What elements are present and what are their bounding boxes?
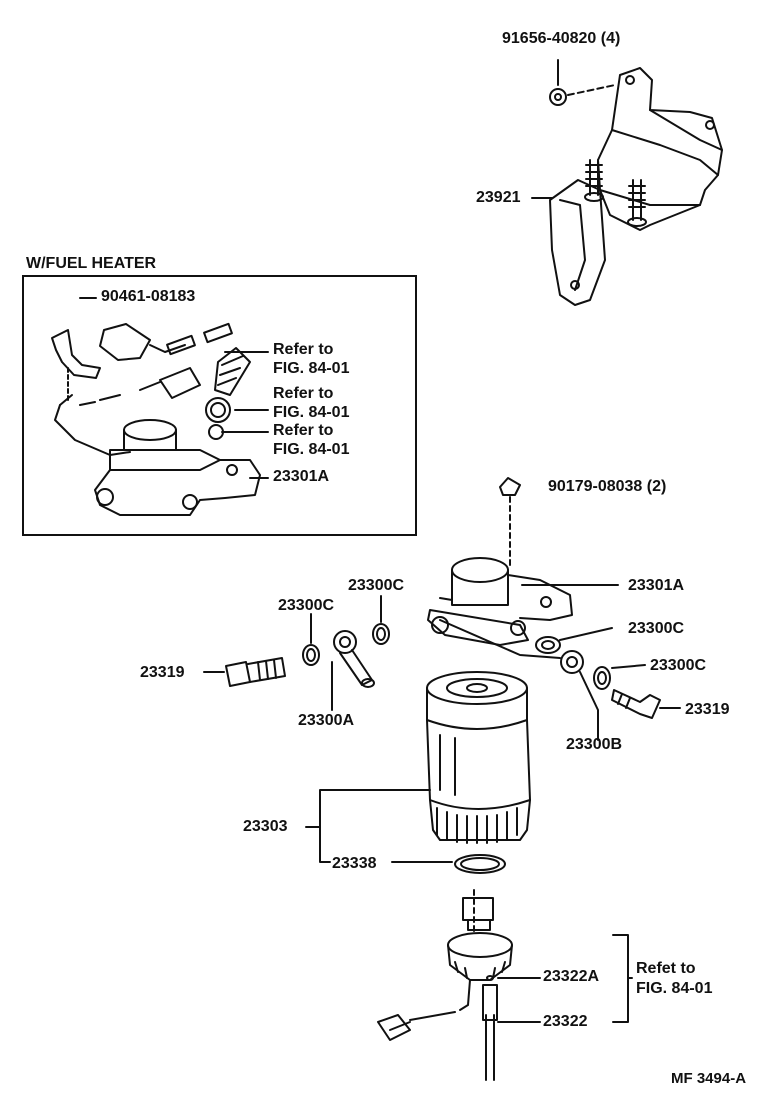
inset-frame — [22, 275, 417, 536]
figure-code: MF 3494-A — [671, 1070, 747, 1087]
label-bolt-23319-left: 23319 — [140, 664, 185, 681]
label-refer-1: Refer to — [273, 341, 334, 358]
label-nut-91656: 91656-40820 (4) — [502, 30, 621, 47]
label-bolt-23319-right: 23319 — [685, 701, 730, 718]
label-refer-2-fig: FIG. 84-01 — [273, 404, 350, 421]
bolt-right-drawing — [611, 689, 681, 719]
label-gasket-23300C-c: 23300C — [628, 620, 685, 637]
bracket-23921-drawing — [549, 67, 723, 306]
label-refer-3: Refer to — [273, 422, 334, 439]
label-refer-1-fig: FIG. 84-01 — [273, 360, 350, 377]
label-ring-23338: 23338 — [332, 855, 377, 872]
inset-heater-drawing — [51, 297, 269, 516]
union-23300A-drawing — [331, 630, 375, 711]
label-head-23301A: 23301A — [628, 577, 685, 594]
label-refer-2: Refer to — [273, 385, 334, 402]
label-part-90461: 90461-08183 — [101, 288, 196, 305]
label-sensor-23322A: 23322A — [543, 968, 600, 985]
label-bolt-90179: 90179-08038 (2) — [548, 478, 667, 495]
label-union-23300A: 23300A — [298, 712, 355, 729]
filter-element-drawing — [305, 671, 531, 863]
gaskets-drawing — [302, 595, 646, 690]
union-23300B-drawing — [560, 650, 599, 741]
label-refer-sensor: Refet to — [636, 960, 696, 977]
label-refer-3-fig: FIG. 84-01 — [273, 441, 350, 458]
label-filter-23303: 23303 — [243, 818, 288, 835]
filter-head-drawing — [427, 477, 619, 659]
label-gasket-23300C-d: 23300C — [650, 657, 707, 674]
ring-23338-drawing — [391, 854, 506, 874]
label-union-23300B: 23300B — [566, 736, 623, 753]
label-refer-sensor-fig: FIG. 84-01 — [636, 980, 713, 997]
inset-title: W/FUEL HEATER — [26, 255, 157, 272]
label-bracket-23921: 23921 — [476, 189, 521, 206]
label-gasket-23300C-b: 23300C — [278, 597, 335, 614]
nut-91656-drawing — [549, 59, 616, 106]
label-gasket-23300C-a: 23300C — [348, 577, 405, 594]
sensor-drawing — [377, 889, 633, 1081]
label-sensor-23322: 23322 — [543, 1013, 588, 1030]
bolt-left-drawing — [203, 657, 286, 687]
label-inset-23301A: 23301A — [273, 468, 330, 485]
